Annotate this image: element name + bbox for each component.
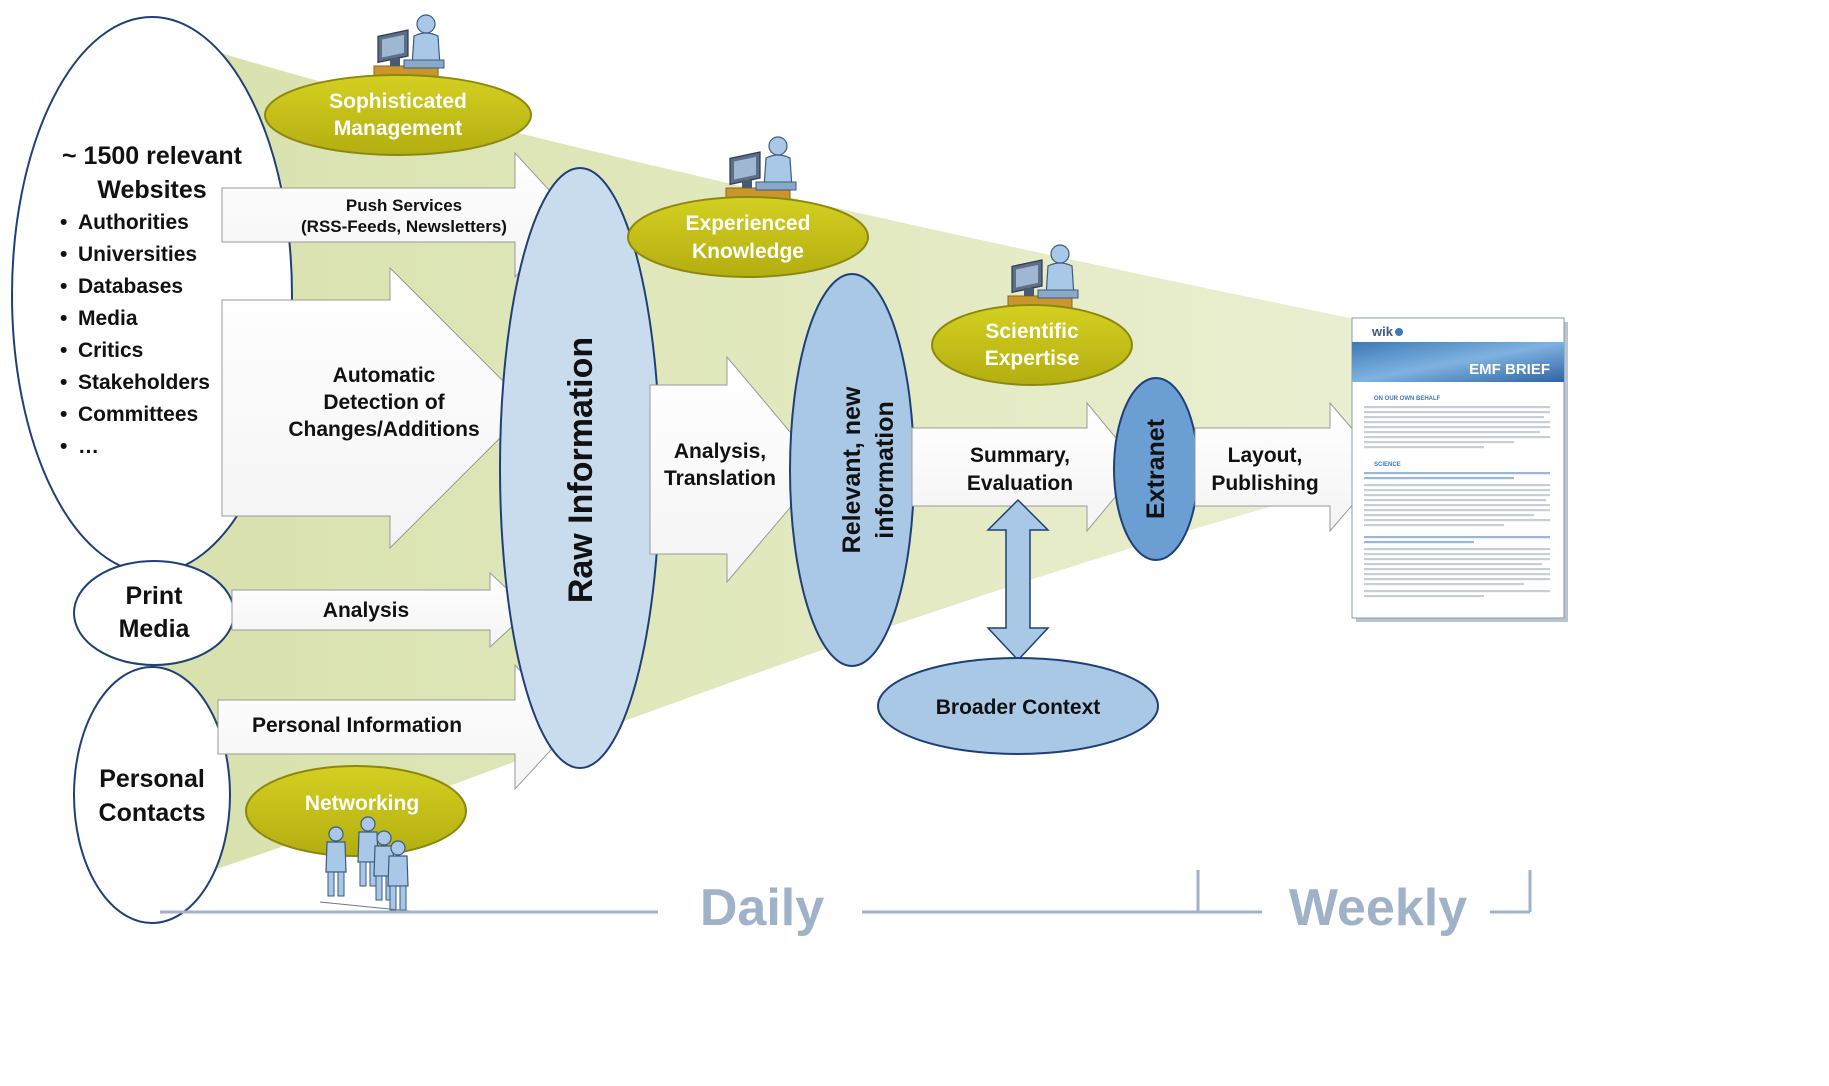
scientific-expertise-line2: Expertise xyxy=(985,347,1080,370)
relevant-information-stage: Relevant, new information xyxy=(789,273,915,667)
svg-text:•: • xyxy=(60,307,67,330)
websites-title-line2: Websites xyxy=(97,176,206,204)
websites-item: Critics xyxy=(78,339,143,362)
websites-item: Universities xyxy=(78,243,197,266)
extranet-stage: Extranet xyxy=(1113,377,1199,561)
raw-information-label: Raw Information xyxy=(562,337,600,603)
svg-text:•: • xyxy=(60,403,67,426)
personal-information-arrow xyxy=(217,663,573,791)
push-services-label-line2: (RSS-Feeds, Newsletters) xyxy=(301,217,507,236)
push-services-label-line1: Push Services xyxy=(346,196,462,215)
relevant-information-line1: Relevant, new xyxy=(838,386,866,553)
personal-contacts-line2: Contacts xyxy=(99,799,206,827)
relevant-information-line2: information xyxy=(871,401,899,539)
broader-context-stage: Broader Context xyxy=(877,657,1159,755)
analysis-label: Analysis xyxy=(323,599,409,622)
timeline: Daily Weekly xyxy=(160,870,1532,937)
svg-text:•: • xyxy=(60,243,67,266)
raw-information-stage: Raw Information xyxy=(499,167,661,769)
timeline-weekly: Weekly xyxy=(1289,879,1467,937)
layout-publishing-line1: Layout, xyxy=(1228,444,1303,467)
experienced-knowledge-line2: Knowledge xyxy=(692,240,804,263)
websites-item: Authorities xyxy=(78,211,189,234)
print-media-line1: Print xyxy=(126,582,184,610)
summary-evaluation-arrow xyxy=(911,401,1141,533)
brief-section2: SCIENCE xyxy=(1374,462,1401,468)
layout-publishing-line2: Publishing xyxy=(1211,472,1318,495)
summary-evaluation-line1: Summary, xyxy=(970,444,1070,467)
timeline-daily: Daily xyxy=(700,879,824,937)
people-group-icon xyxy=(319,816,421,913)
analysis-arrow xyxy=(231,571,531,649)
networking-label: Networking xyxy=(305,792,419,815)
svg-text:•: • xyxy=(60,211,67,234)
networking-resource: Networking xyxy=(245,765,467,913)
brief-section1: ON OUR OWN BEHALF xyxy=(1374,396,1441,402)
websites-item: Databases xyxy=(78,275,183,298)
scientific-expertise-line1: Scientific xyxy=(985,320,1079,343)
brief-title: EMF BRIEF xyxy=(1469,361,1550,378)
websites-item: … xyxy=(78,435,99,458)
websites-item: Stakeholders xyxy=(78,371,210,394)
personal-contacts-source: Personal Contacts xyxy=(73,666,231,924)
automatic-detection-arrow xyxy=(221,266,531,550)
automatic-detection-label-line2: Detection of xyxy=(323,391,445,414)
brief-logo-icon xyxy=(1395,328,1403,336)
websites-item: Committees xyxy=(78,403,198,426)
emf-brief-document: wik EMF BRIEF ON OUR OWN BEHALF SCIENCE xyxy=(1351,317,1568,622)
experienced-knowledge-resource: Experienced Knowledge xyxy=(627,136,869,278)
analysis-translation-line1: Analysis, xyxy=(674,440,766,463)
print-media-source: Print Media xyxy=(73,560,235,666)
personal-information-label: Personal Information xyxy=(252,714,462,737)
sophisticated-management-resource: Sophisticated Management xyxy=(264,14,532,156)
svg-text:•: • xyxy=(60,275,67,298)
websites-title-line1: ~ 1500 relevant xyxy=(62,142,243,170)
websites-item: Media xyxy=(78,307,138,330)
analysis-translation-line2: Translation xyxy=(664,467,776,490)
automatic-detection-label-line3: Changes/Additions xyxy=(288,418,479,441)
brief-logo: wik xyxy=(1371,324,1394,339)
personal-contacts-line1: Personal xyxy=(99,765,205,793)
analysis-translation-arrow xyxy=(649,355,823,584)
sophisticated-management-line1: Sophisticated xyxy=(329,90,467,113)
sophisticated-management-line2: Management xyxy=(334,117,462,140)
svg-text:•: • xyxy=(60,339,67,362)
svg-text:•: • xyxy=(60,371,67,394)
summary-evaluation-line2: Evaluation xyxy=(967,472,1073,495)
print-media-line2: Media xyxy=(119,615,191,643)
automatic-detection-label-line1: Automatic xyxy=(333,364,436,387)
scientific-expertise-resource: Scientific Expertise xyxy=(931,244,1133,386)
experienced-knowledge-line1: Experienced xyxy=(686,212,811,235)
extranet-label: Extranet xyxy=(1142,418,1170,519)
svg-text:•: • xyxy=(60,435,67,458)
broader-context-label: Broader Context xyxy=(936,696,1101,719)
